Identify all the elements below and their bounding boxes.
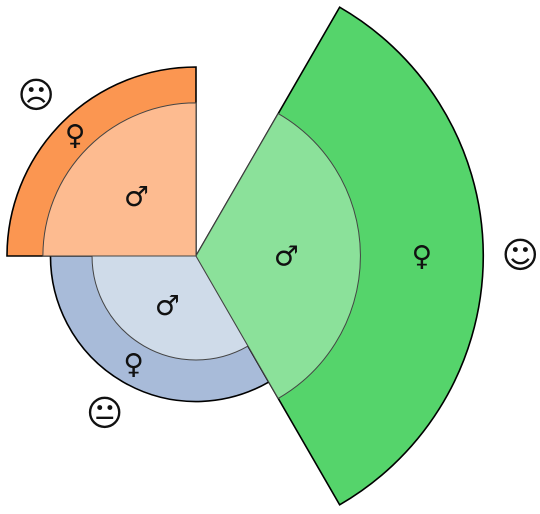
wedge-neutral-male — [91, 255, 249, 361]
symbol-sad-male: ♂ — [124, 180, 149, 213]
symbol-neutral-female: ♀ — [123, 348, 144, 381]
symbol-neutral-male: ♂ — [155, 289, 180, 322]
symbol-sad-female: ♀ — [65, 119, 86, 152]
wedge-sad-male — [42, 102, 197, 257]
labels: ♂ ♀ ☹ ♂ ♀ 😐 ♂ ♀ ☺ — [17, 76, 539, 435]
symbol-happy-female: ♀ — [412, 240, 433, 273]
face-neutral-icon: 😐 — [86, 394, 124, 435]
inner-wedges — [42, 102, 361, 400]
face-sad-icon: ☹ — [17, 76, 55, 117]
symbol-happy-male: ♂ — [274, 240, 299, 273]
face-happy-icon: ☺ — [502, 236, 540, 277]
wedge-happy-male — [195, 112, 361, 400]
